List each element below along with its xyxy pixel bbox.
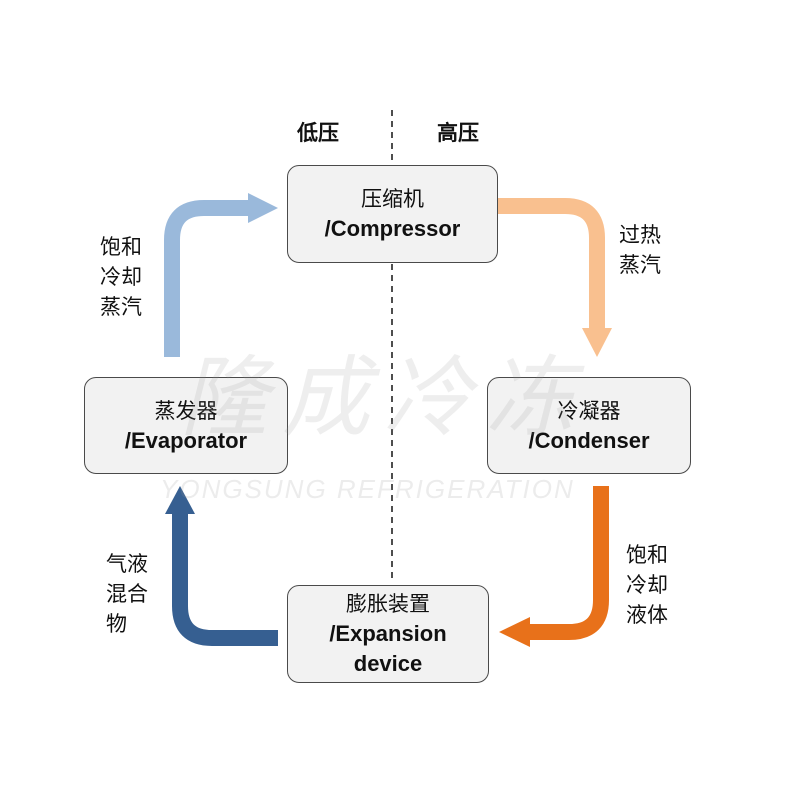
compressor-label-zh: 压缩机 [361, 187, 424, 211]
state-saturated-vapor: 饱和冷却蒸汽 [100, 235, 142, 319]
arrow-condenser-to-expansion [528, 486, 609, 640]
evaporator-label-en: /Evaporator [124, 427, 248, 453]
condenser-box: 冷凝器 /Condenser [487, 377, 691, 474]
zone-label-high: 高压 [437, 121, 479, 145]
evaporator-label-zh: 蒸发器 [154, 398, 218, 423]
condenser-label-zh: 冷凝器 [557, 398, 621, 423]
zone-label-low: 低压 [297, 121, 339, 145]
arrow-evaporator-to-compressor [164, 200, 250, 357]
expansion-device-box: 膨胀装置 /Expansion device [287, 585, 489, 683]
arrowhead-to-condenser [582, 328, 612, 357]
arrow-compressor-to-condenser [498, 198, 605, 330]
evaporator-box: 蒸发器 /Evaporator [84, 377, 288, 474]
arrowhead-to-evaporator [165, 486, 195, 514]
arrowhead-to-compressor [248, 193, 278, 223]
expansion-label-en-2: device [353, 651, 423, 676]
compressor-box: 压缩机 /Compressor [287, 165, 498, 263]
arrowhead-to-expansion [499, 617, 530, 647]
state-saturated-liquid: 饱和冷却液体 [626, 543, 668, 627]
arrow-expansion-to-evaporator [172, 512, 278, 646]
expansion-label-en: /Expansion [329, 621, 447, 646]
compressor-label-en: /Compressor [324, 216, 461, 241]
expansion-label-zh: 膨胀装置 [346, 592, 430, 616]
state-superheated-vapor: 过热蒸汽 [619, 223, 661, 277]
state-mixture: 气液混合物 [106, 552, 148, 636]
condenser-label-en: /Condenser [528, 427, 650, 453]
